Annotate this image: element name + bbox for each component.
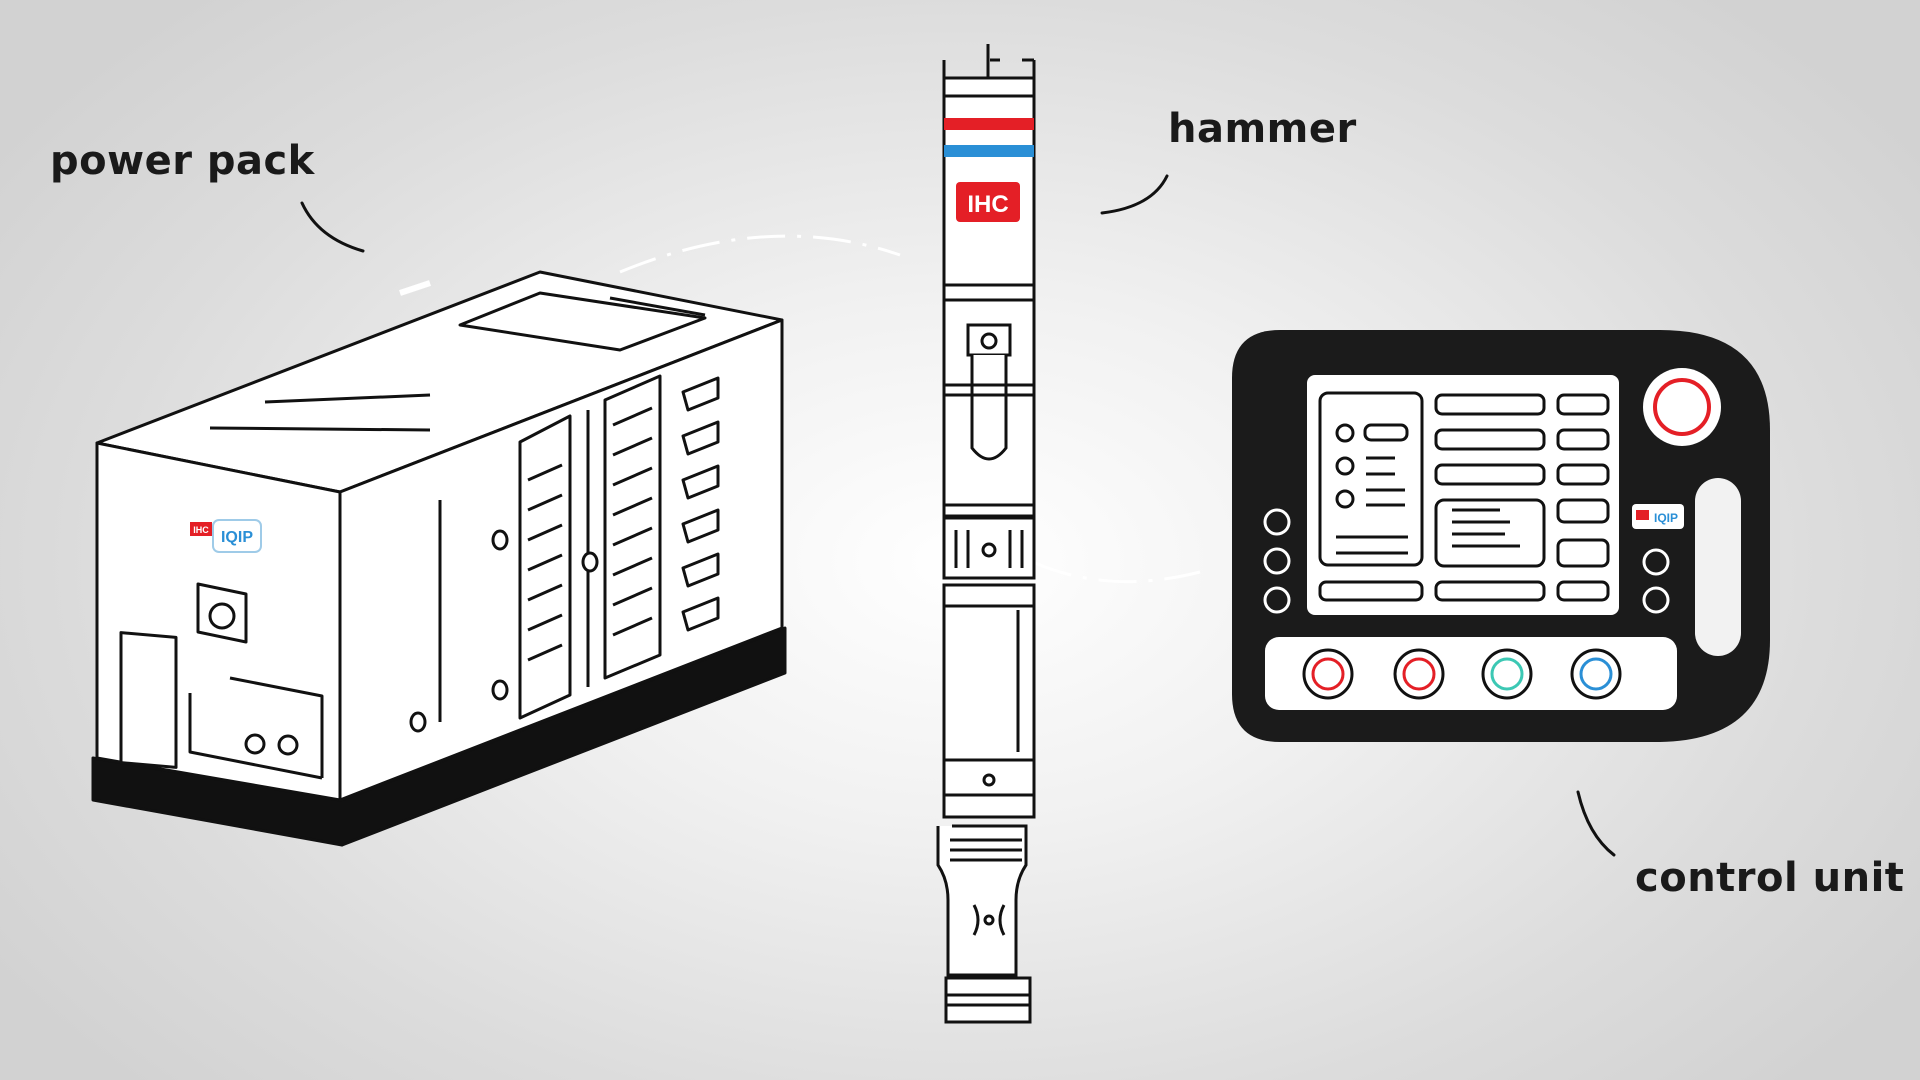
ihc-logo-badge <box>190 522 212 536</box>
top-hatch <box>458 291 707 352</box>
right-side-buttons <box>1642 548 1670 614</box>
side-vent-panel-1 <box>518 414 572 720</box>
control-unit-leader <box>1576 790 1616 857</box>
power-pack-label: power pack <box>50 138 315 184</box>
iqip-logo-text: IQIP <box>221 529 253 546</box>
left-button-2[interactable] <box>1263 547 1291 575</box>
red-button-2[interactable] <box>1393 648 1445 700</box>
control-unit-label: control unit <box>1635 855 1905 901</box>
blue-button[interactable] <box>1570 648 1622 700</box>
left-button-3[interactable] <box>1263 586 1291 614</box>
teal-button[interactable] <box>1481 648 1533 700</box>
power-pack <box>91 270 787 847</box>
side-louvers <box>681 376 720 632</box>
right-button-2[interactable] <box>1642 586 1670 614</box>
hammer <box>936 44 1036 1024</box>
control-unit-button-tray <box>1265 637 1677 710</box>
hammer-foot <box>944 976 1032 1024</box>
hammer-tip <box>936 824 1028 977</box>
hammer-red-stripe <box>944 118 1034 130</box>
hammer-top-cap <box>942 76 1036 98</box>
hammer-slot <box>970 355 1008 461</box>
connection-line-power-hammer <box>619 234 901 274</box>
control-unit <box>1232 330 1770 742</box>
front-lower-panel <box>188 693 323 780</box>
side-vent-panel-2 <box>603 374 662 680</box>
hammer-lower-body <box>942 583 1036 797</box>
iqip-logo-box <box>212 519 262 553</box>
front-panel-door <box>119 631 178 769</box>
hammer-blue-stripe <box>944 145 1034 157</box>
control-unit-handle-slot <box>1695 478 1741 656</box>
ihc-logo-text: IHC <box>193 525 209 535</box>
right-button-1[interactable] <box>1642 548 1670 576</box>
hammer-ihc-logo <box>956 182 1020 222</box>
hammer-label: hammer <box>1168 106 1357 152</box>
hammer-ihc-logo-text: IHC <box>967 191 1008 218</box>
red-button-1[interactable] <box>1302 648 1354 700</box>
left-button-1[interactable] <box>1263 508 1291 536</box>
power-pack-leader <box>300 201 365 253</box>
hammer-leader <box>1100 174 1169 215</box>
control-unit-iqip-text: IQIP <box>1654 511 1678 525</box>
connection-line-hammer-control <box>1034 561 1201 584</box>
left-side-buttons <box>1263 508 1291 614</box>
